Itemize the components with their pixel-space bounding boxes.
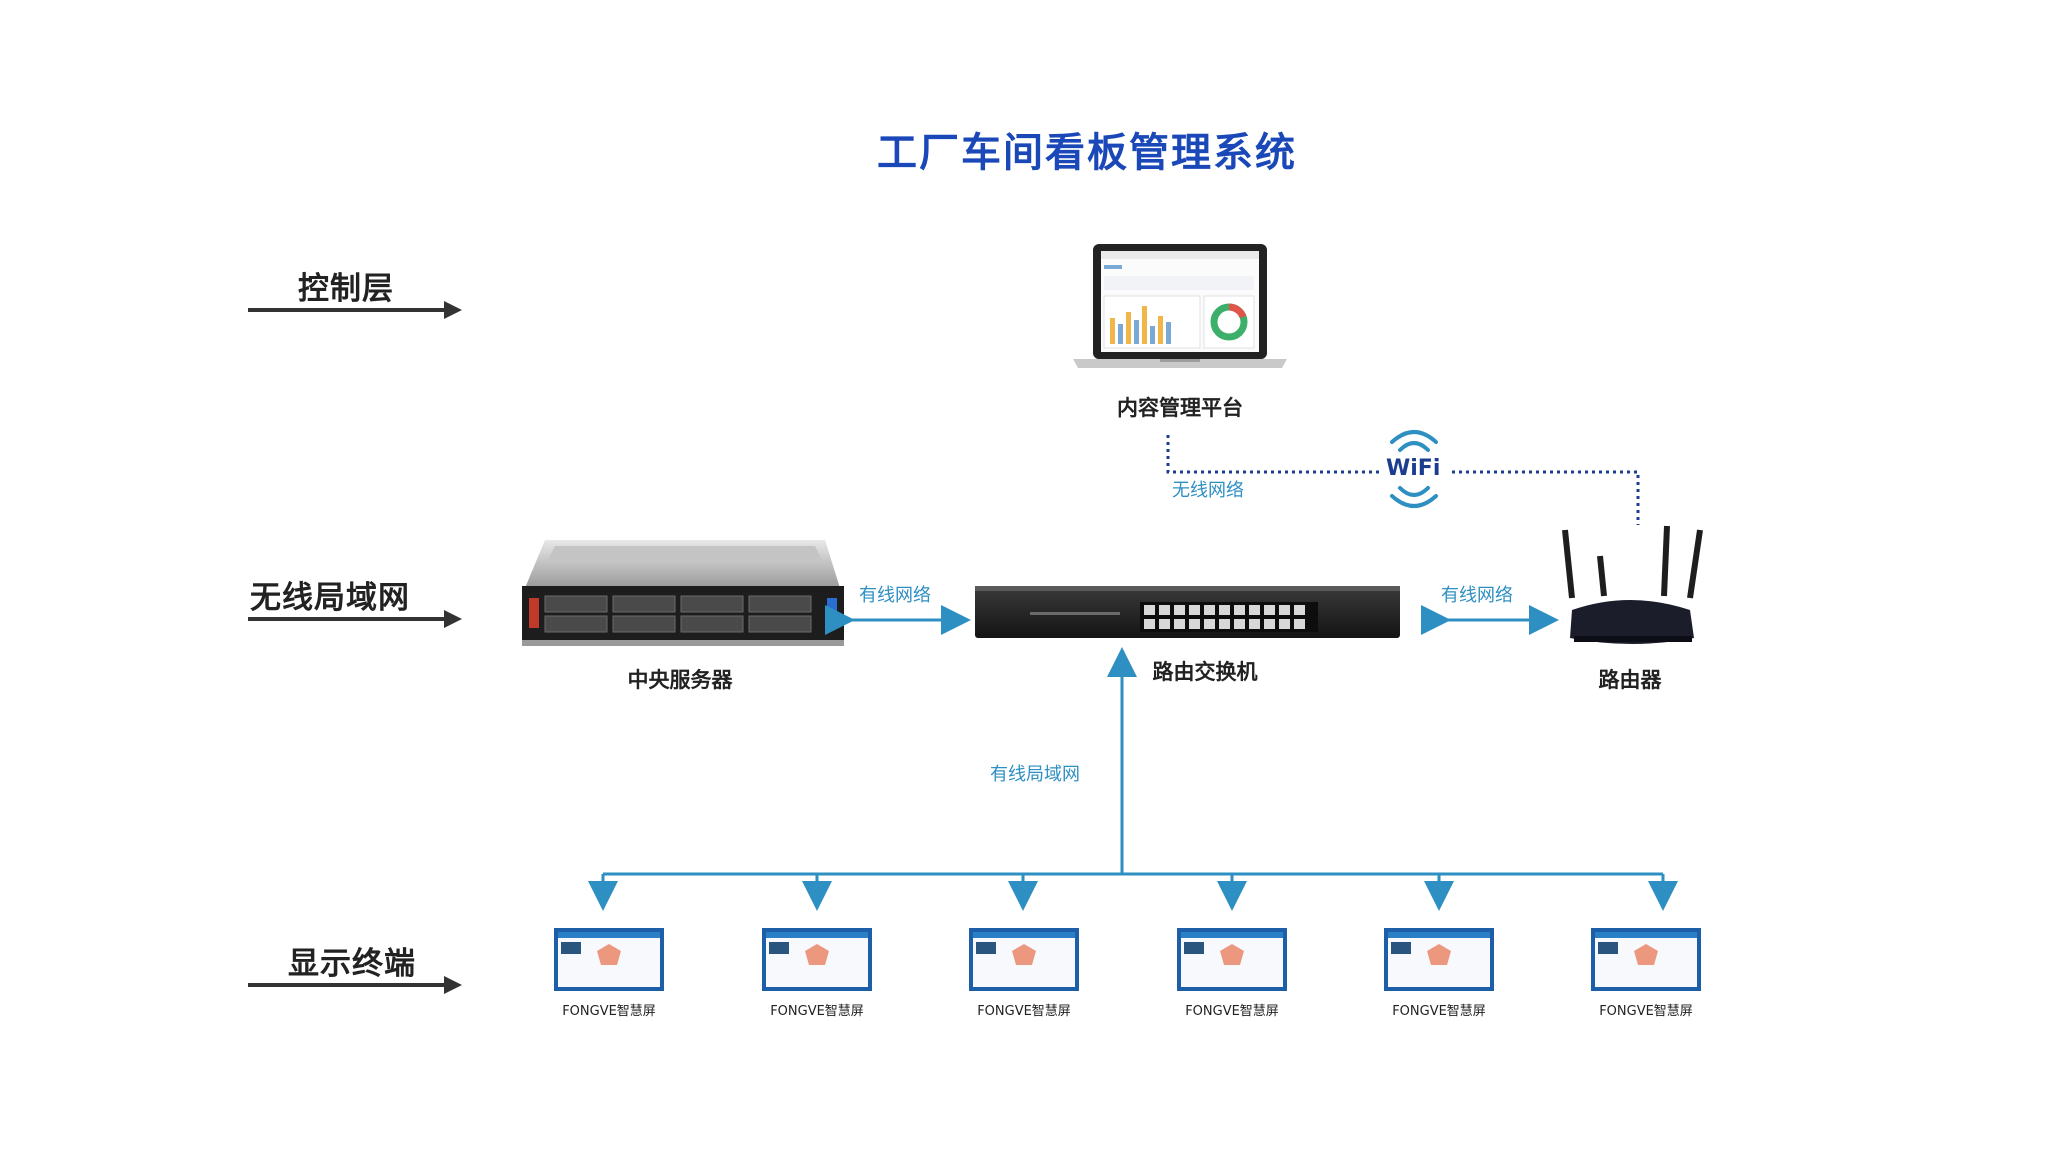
- server-icon: [522, 540, 844, 646]
- platform-label: 内容管理平台: [1117, 396, 1243, 420]
- router-link-label: 有线网络: [1441, 585, 1513, 606]
- router-label: 路由器: [1598, 668, 1662, 692]
- switch-label: 路由交换机: [1152, 660, 1258, 684]
- terminal-label: FONGVE智慧屏: [1185, 1004, 1279, 1019]
- terminal-label: FONGVE智慧屏: [977, 1004, 1071, 1019]
- display-screen-icon: [1591, 928, 1701, 991]
- server-label: 中央服务器: [627, 668, 733, 692]
- terminal-label: FONGVE智慧屏: [1392, 1004, 1486, 1019]
- display-screen-icon: [1384, 928, 1494, 991]
- layer-arrow-wlan: [248, 610, 462, 628]
- layer-label-control: 控制层: [298, 271, 394, 307]
- wifi-icon: [1390, 430, 1438, 508]
- router-icon: [1562, 525, 1703, 644]
- display-screen-icon: [1177, 928, 1287, 991]
- terminal-label: FONGVE智慧屏: [1599, 1004, 1693, 1019]
- terminal-label: FONGVE智慧屏: [562, 1004, 656, 1019]
- display-screen-icon: [969, 928, 1079, 991]
- display-screen-icon: [554, 928, 664, 991]
- layer-label-display: 显示终端: [288, 946, 416, 982]
- display-screen-icon: [762, 928, 872, 991]
- layer-label-wlan: 无线局域网: [250, 580, 410, 616]
- wifi-label: WiFi: [1386, 456, 1441, 481]
- wireless-network-label: 无线网络: [1172, 480, 1244, 501]
- layer-arrow-control: [248, 301, 462, 319]
- layer-arrow-display: [248, 976, 462, 994]
- switch-icon: [975, 586, 1400, 638]
- server-link-label: 有线网络: [859, 585, 931, 606]
- wired-lan-label: 有线局域网: [990, 764, 1080, 785]
- diagram-title: 工厂车间看板管理系统: [877, 130, 1297, 176]
- laptop-icon: [1073, 244, 1287, 368]
- terminal-label: FONGVE智慧屏: [770, 1004, 864, 1019]
- terminal-screens: [554, 928, 1701, 991]
